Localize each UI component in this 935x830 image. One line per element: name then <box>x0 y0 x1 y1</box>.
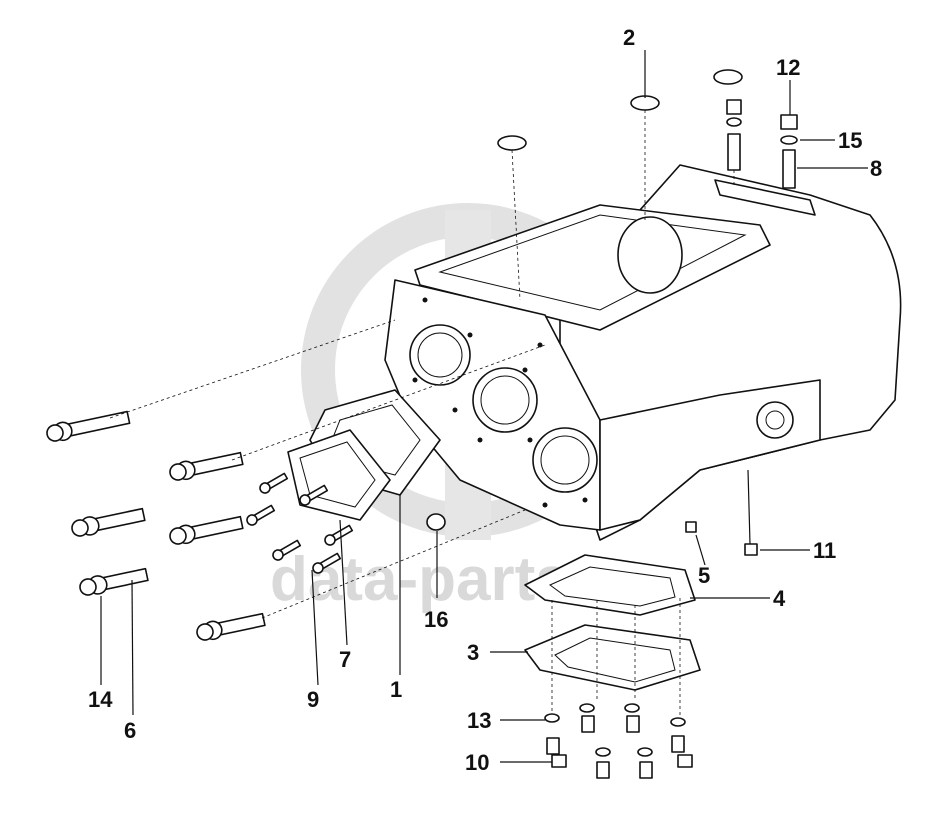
caps <box>497 69 743 151</box>
callout-16: 16 <box>424 607 448 632</box>
callout-9: 9 <box>307 687 319 712</box>
callout-11: 11 <box>813 538 836 563</box>
callout-7: 7 <box>339 647 351 672</box>
plug-16 <box>426 513 446 531</box>
top-studs <box>726 99 798 189</box>
callout-labels: 1 2 3 4 5 6 7 8 9 10 11 12 13 14 15 16 <box>88 25 882 775</box>
small-plugs <box>685 521 758 556</box>
callout-4: 4 <box>773 586 786 611</box>
long-studs <box>46 410 266 641</box>
callout-13: 13 <box>467 708 491 733</box>
callout-10: 10 <box>465 750 489 775</box>
watermark-text: data-parts <box>270 545 570 614</box>
callout-6: 6 <box>124 718 136 743</box>
callout-5: 5 <box>698 563 710 588</box>
small-bolts <box>246 472 354 574</box>
callout-12: 12 <box>776 55 800 80</box>
leader-lines <box>100 50 868 763</box>
bottom-cover <box>524 554 701 691</box>
callout-1: 1 <box>390 677 402 702</box>
callout-8: 8 <box>870 156 882 181</box>
callout-2: 2 <box>623 25 635 50</box>
callout-14: 14 <box>88 687 113 712</box>
gearbox-housing <box>384 164 902 541</box>
callout-15: 15 <box>838 128 862 153</box>
bottom-bolts <box>544 703 693 779</box>
callout-3: 3 <box>467 640 479 665</box>
